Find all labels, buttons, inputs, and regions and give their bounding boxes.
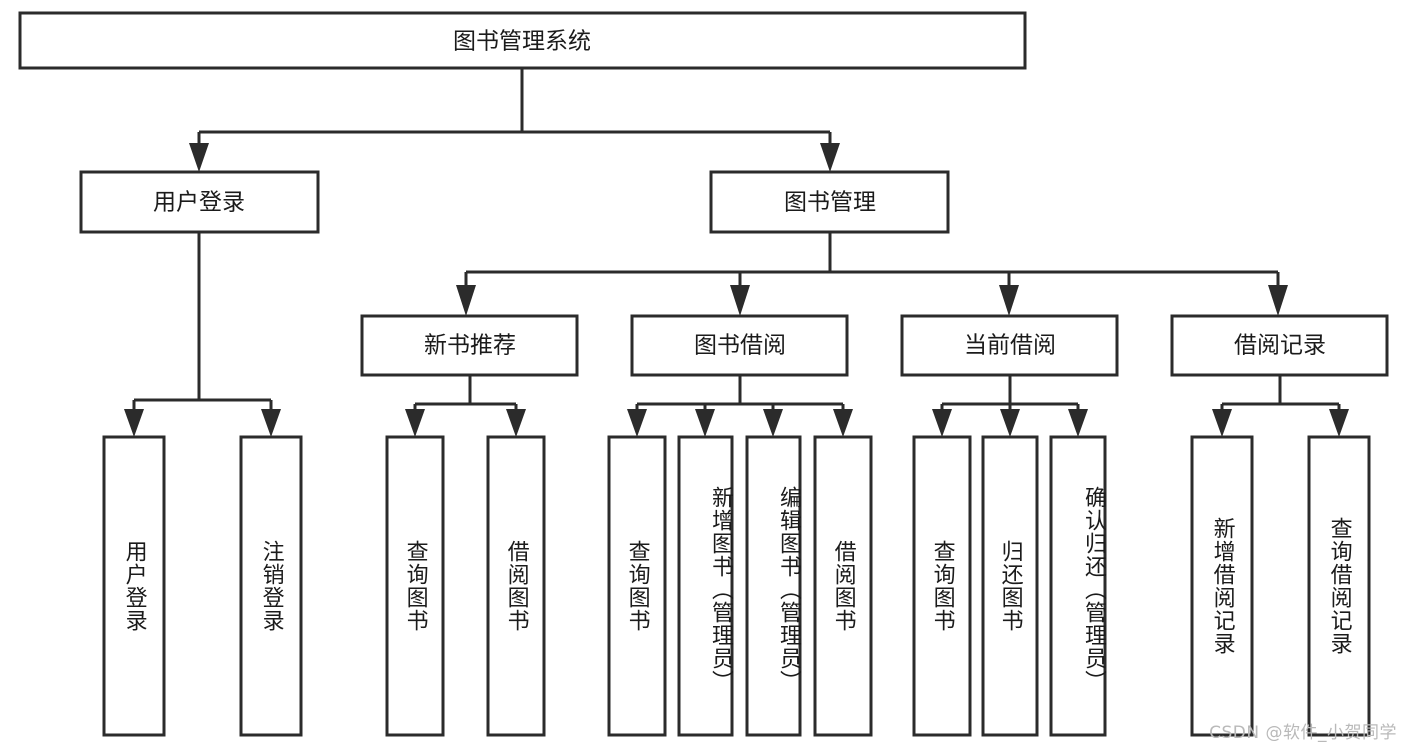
arrow-new-book-recommend (456, 285, 476, 316)
arrow-user-login (189, 143, 209, 172)
node-root[interactable]: 图书管理系统 (18, 11, 1027, 70)
node-user-login[interactable]: 用户登录 (79, 170, 320, 234)
node-user-login-label: 用户登录 (153, 190, 245, 216)
leaf-logout-login-box[interactable] (239, 435, 303, 737)
leaf-query-record-box[interactable] (1307, 435, 1371, 737)
arrow-book-borrow (730, 285, 750, 316)
leaf-query-book-2-box[interactable] (607, 435, 667, 737)
node-book-management-box (709, 170, 950, 234)
leaf-confirm-return-box[interactable] (1049, 435, 1107, 737)
node-new-book-recommend-box (360, 314, 579, 377)
watermark-text: CSDN @软件_小贺同学 (1209, 723, 1397, 743)
node-borrow-record[interactable]: 借阅记录 (1170, 314, 1389, 377)
arrow-book-management (820, 143, 840, 172)
arrow-current-borrow (999, 285, 1019, 316)
arrow-leaf-add-book (695, 409, 715, 437)
node-new-book-recommend[interactable]: 新书推荐 (360, 314, 579, 377)
node-book-borrow-box (630, 314, 849, 377)
node-new-book-recommend-label: 新书推荐 (424, 333, 516, 359)
leaf-edit-book-box[interactable] (745, 435, 802, 737)
arrow-leaf-borrow-book-2 (833, 409, 853, 437)
leaf-return-book-box[interactable] (981, 435, 1039, 737)
leaf-borrow-book-2-box[interactable] (813, 435, 873, 737)
node-current-borrow-box (900, 314, 1119, 377)
leaf-add-record-box[interactable] (1190, 435, 1254, 737)
arrow-leaf-borrow-book-1 (506, 409, 526, 437)
node-book-borrow-label: 图书借阅 (694, 333, 786, 359)
arrow-leaf-return-book (1000, 409, 1020, 437)
node-current-borrow[interactable]: 当前借阅 (900, 314, 1119, 377)
leaf-user-login-box[interactable] (102, 435, 166, 737)
node-borrow-record-label: 借阅记录 (1234, 333, 1326, 359)
leaf-query-book-3-box[interactable] (912, 435, 972, 737)
arrow-leaf-query-record (1329, 409, 1349, 437)
leaf-query-book-1-box[interactable] (385, 435, 445, 737)
node-book-borrow[interactable]: 图书借阅 (630, 314, 849, 377)
arrow-leaf-logout-login (261, 409, 281, 437)
node-root-label: 图书管理系统 (453, 29, 591, 55)
node-book-management-label: 图书管理 (784, 190, 876, 216)
arrow-leaf-user-login (124, 409, 144, 437)
arrow-leaf-add-record (1212, 409, 1232, 437)
arrow-leaf-query-book-1 (405, 409, 425, 437)
node-root-box (18, 11, 1027, 70)
node-current-borrow-label: 当前借阅 (964, 333, 1056, 359)
arrow-borrow-record (1268, 285, 1288, 316)
arrow-leaf-query-book-2 (627, 409, 647, 437)
arrow-leaf-confirm-return (1068, 409, 1088, 437)
arrow-leaf-edit-book (763, 409, 783, 437)
leaf-add-book-box[interactable] (677, 435, 734, 737)
leaf-borrow-book-1-box[interactable] (486, 435, 546, 737)
node-book-management[interactable]: 图书管理 (709, 170, 950, 234)
arrow-leaf-query-book-3 (932, 409, 952, 437)
node-borrow-record-box (1170, 314, 1389, 377)
